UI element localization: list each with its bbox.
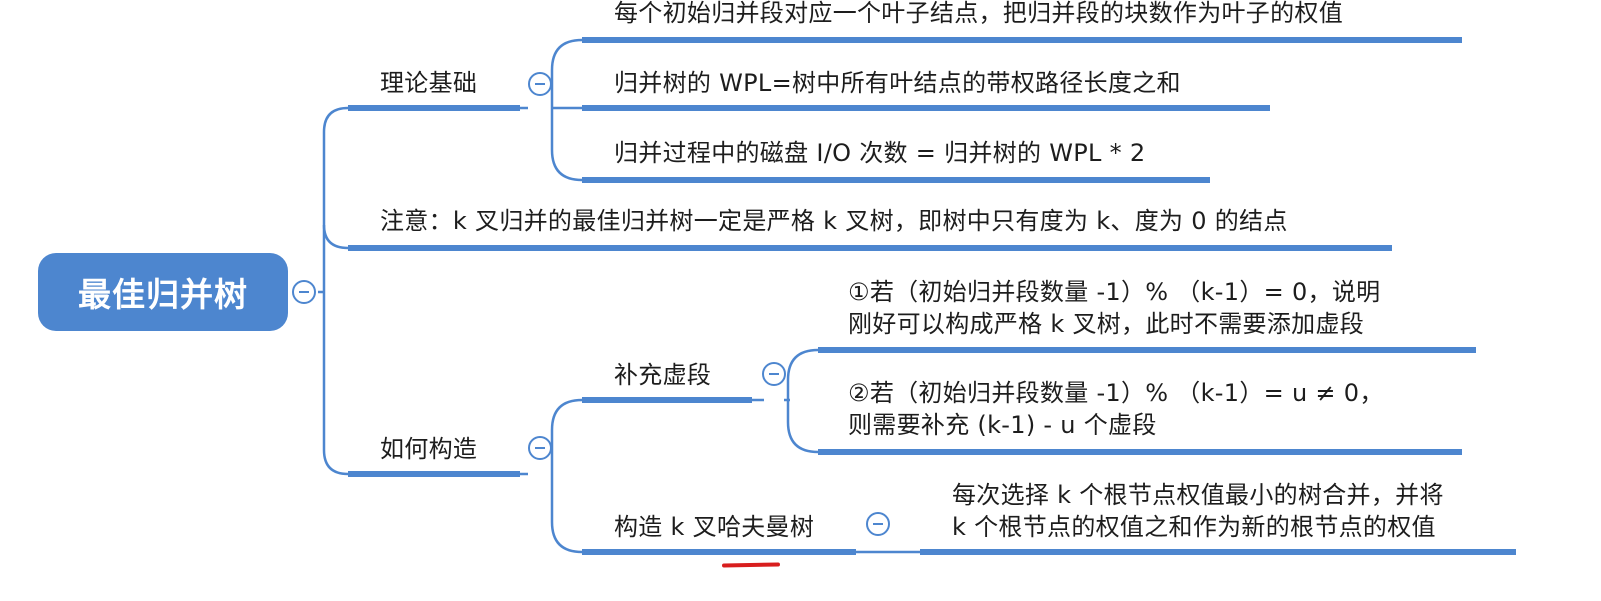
connector-note [322,224,349,250]
huffman-label[interactable]: 构造 k 叉哈夫曼树 [614,513,815,541]
theory-child-3[interactable]: 归并过程中的磁盘 I/O 次数 = 归并树的 WPL * 2 [614,139,1146,167]
huffman-desc-line-2[interactable]: k 个根节点的权值之和作为新的根节点的权值 [952,513,1436,541]
root-node[interactable]: 最佳归并树 [38,253,288,331]
case-1-line-2[interactable]: 刚好可以构成严格 k 叉树，此时不需要添加虚段 [848,310,1365,338]
case-1-line-1[interactable]: ①若（初始归并段数量 -1）% （k-1）= 0，说明 [848,278,1381,306]
virtual-label[interactable]: 补充虚段 [614,361,712,389]
theory-child-1[interactable]: 每个初始归并段对应一个叶子结点，把归并段的块数作为叶子的权值 [614,0,1343,27]
connector-l1-spine [322,106,349,476]
case-2-line-2[interactable]: 则需要补充 (k-1) - u 个虚段 [848,411,1157,439]
collapse-icon-root[interactable] [292,280,316,304]
huffman-desc-line-1[interactable]: 每次选择 k 个根节点权值最小的树合并，并将 [952,481,1444,509]
connector-virtual-children [786,348,819,454]
theory-child-2[interactable]: 归并树的 WPL=树中所有叶结点的带权路径长度之和 [614,69,1181,97]
connector-theory-children [550,38,583,182]
collapse-icon-theory[interactable] [528,72,552,96]
branch-theory-label[interactable]: 理论基础 [380,69,478,97]
collapse-icon-construct[interactable] [528,436,552,460]
collapse-icon-virtual[interactable] [762,362,786,386]
case-2-line-1[interactable]: ②若（初始归并段数量 -1）% （k-1）= u ≠ 0， [848,379,1384,407]
connector-construct-children [550,398,583,554]
branch-note-label[interactable]: 注意：k 叉归并的最佳归并树一定是严格 k 叉树，即树中只有度为 k、度为 0 … [380,207,1288,235]
branch-construct-label[interactable]: 如何构造 [380,435,478,463]
collapse-icon-huffman[interactable] [866,512,890,536]
